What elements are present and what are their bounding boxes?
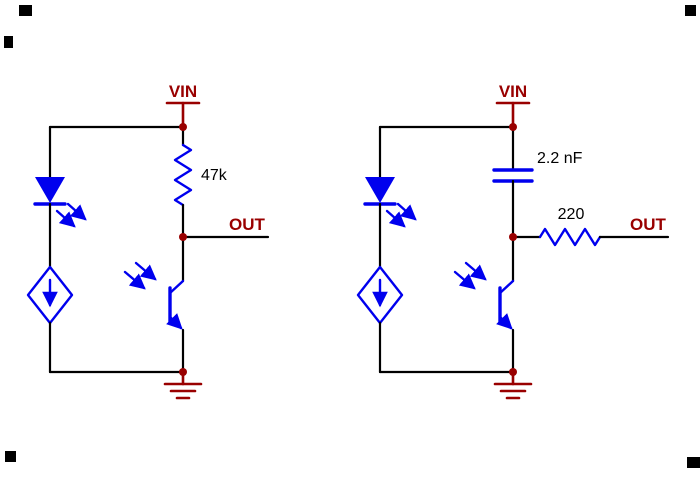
- out-label: OUT: [229, 215, 266, 234]
- node-dot: [179, 368, 187, 376]
- corner-mark: [687, 457, 700, 468]
- circuit-right: VIN 2.2 nF: [356, 82, 670, 400]
- node-dot: [509, 368, 517, 376]
- current-source-symbol: [356, 265, 404, 325]
- resistor-value: 47k: [201, 167, 228, 184]
- phototransistor-symbol: [453, 261, 515, 330]
- node-dot: [179, 233, 187, 241]
- corner-mark: [685, 5, 696, 16]
- light-input-arrows: [123, 261, 157, 290]
- capacitor-value: 2.2 nF: [537, 150, 583, 167]
- light-input-arrows: [453, 261, 487, 290]
- out-label: OUT: [630, 215, 667, 234]
- resistor-symbol: [173, 143, 193, 207]
- phototransistor-symbol: [123, 261, 185, 330]
- led-symbol: [363, 177, 417, 228]
- node-dot: [179, 123, 187, 131]
- led-symbol: [33, 177, 87, 228]
- resistor-value: 220: [558, 206, 585, 223]
- vin-label: VIN: [169, 82, 197, 101]
- resistor-symbol: [538, 227, 602, 247]
- capacitor-symbol: [492, 168, 534, 183]
- circuit-left: VIN 47k OUT: [26, 82, 270, 400]
- current-source-symbol: [26, 265, 74, 325]
- node-dot: [509, 233, 517, 241]
- corner-mark: [19, 5, 32, 16]
- node-dot: [509, 123, 517, 131]
- corner-mark: [5, 451, 16, 462]
- vin-label: VIN: [499, 82, 527, 101]
- led-emission-arrows: [385, 202, 417, 228]
- led-emission-arrows: [55, 202, 87, 228]
- corner-mark: [4, 36, 13, 48]
